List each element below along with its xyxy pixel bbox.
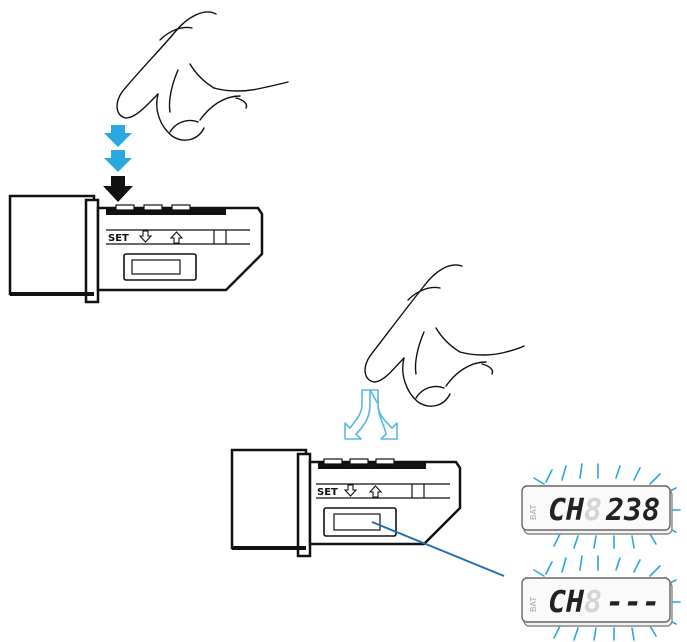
lcd-display-2: BAT CH 8 ---: [521, 555, 681, 641]
bottom-device: [230, 448, 462, 558]
arrow-down-icon: [104, 150, 132, 172]
arrow-down-icon: [104, 125, 132, 147]
arrow-down-icon: [138, 230, 153, 243]
blink-rays-icon: [533, 463, 681, 549]
lcd-ghost-digit: 8: [584, 585, 602, 620]
press-arrows: [103, 125, 133, 202]
top-hand-icon: [116, 11, 289, 141]
battery-label: BAT: [529, 597, 538, 612]
pointer-line: [371, 521, 505, 577]
arrow-up-icon: [169, 231, 184, 244]
battery-label: BAT: [529, 505, 538, 520]
blink-rays-icon: [533, 555, 681, 641]
lcd-channel-prefix: CH: [548, 585, 585, 620]
arrow-up-icon: [368, 485, 383, 498]
lcd-channel-value: ---: [606, 585, 660, 620]
lcd-channel-prefix: CH: [548, 493, 585, 528]
bottom-hand-icon: [364, 264, 525, 407]
arrow-down-icon: [343, 484, 358, 497]
arrow-down-icon: [103, 176, 133, 202]
set-button-label: SET: [317, 487, 338, 498]
top-device: [8, 194, 264, 304]
lcd-ghost-digit: 8: [584, 493, 602, 528]
set-button-label: SET: [108, 233, 129, 244]
release-arrows-icon: [344, 389, 398, 440]
lcd-display-1: BAT CH 8 238: [521, 463, 681, 549]
lcd-channel-value: 238: [605, 493, 660, 528]
